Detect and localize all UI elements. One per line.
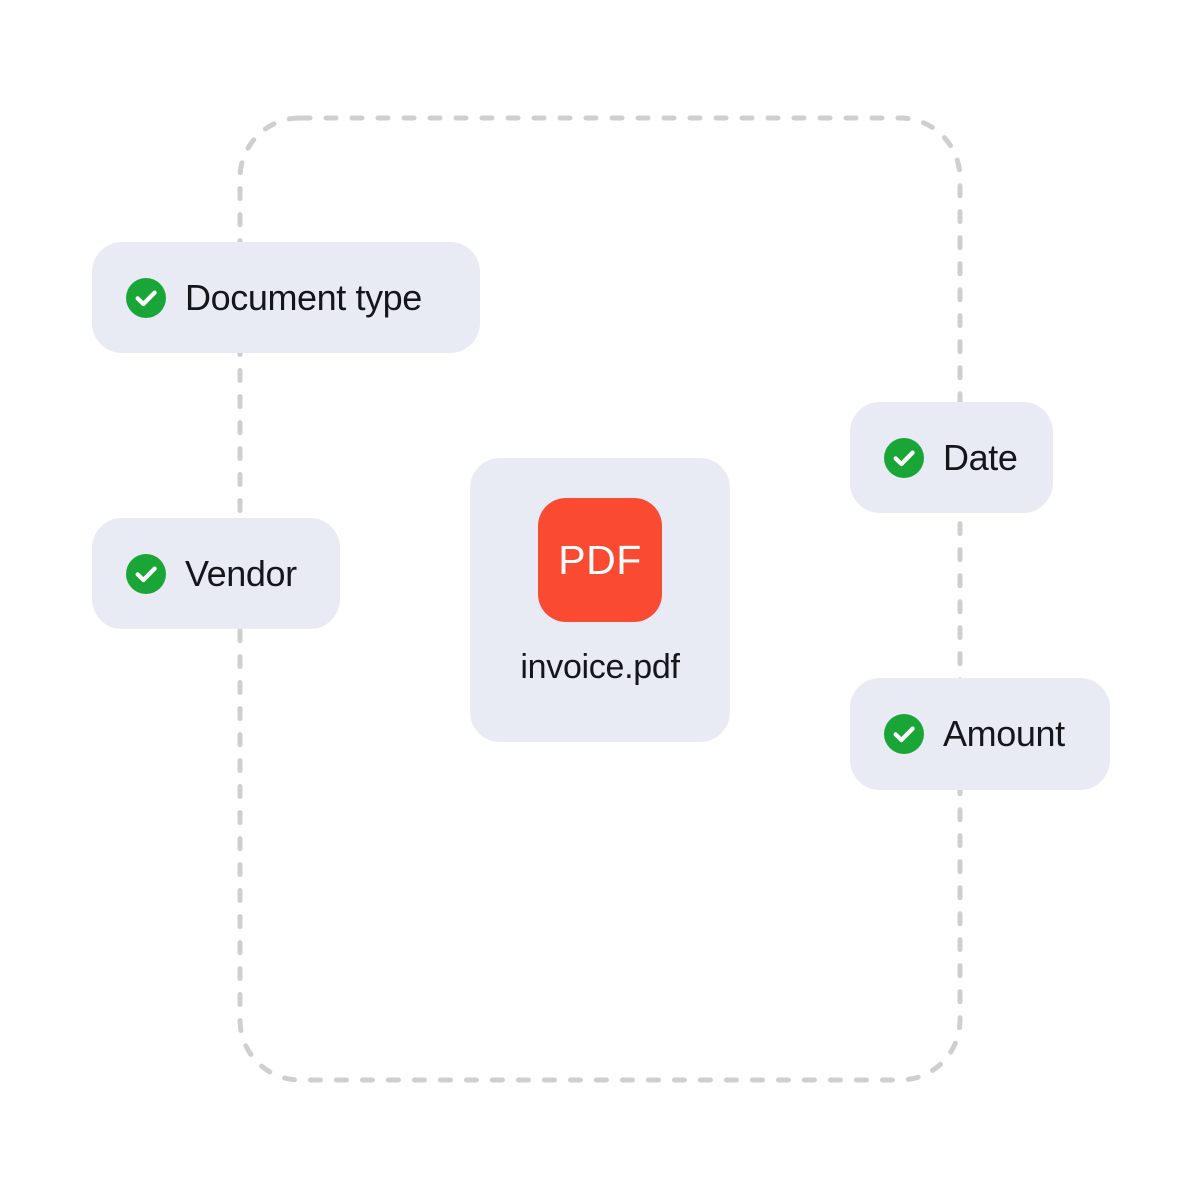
file-card[interactable]: PDF invoice.pdf <box>470 458 730 742</box>
check-circle-icon <box>126 277 166 318</box>
pdf-file-icon: PDF <box>538 498 662 622</box>
field-label-date: Date <box>943 436 1018 478</box>
check-circle-icon <box>884 714 924 754</box>
field-pill-date[interactable]: Date <box>850 402 1053 513</box>
field-label-amount: Amount <box>943 713 1065 754</box>
check-circle-icon <box>884 437 924 478</box>
field-pill-document-type[interactable]: Document type <box>92 242 480 353</box>
check-circle-icon <box>126 553 166 594</box>
pdf-icon-label: PDF <box>558 536 642 583</box>
field-pill-amount[interactable]: Amount <box>850 678 1110 790</box>
field-label-vendor: Vendor <box>185 552 297 594</box>
field-pill-vendor[interactable]: Vendor <box>92 518 340 629</box>
field-label-document-type: Document type <box>185 276 422 318</box>
file-name: invoice.pdf <box>520 648 680 686</box>
